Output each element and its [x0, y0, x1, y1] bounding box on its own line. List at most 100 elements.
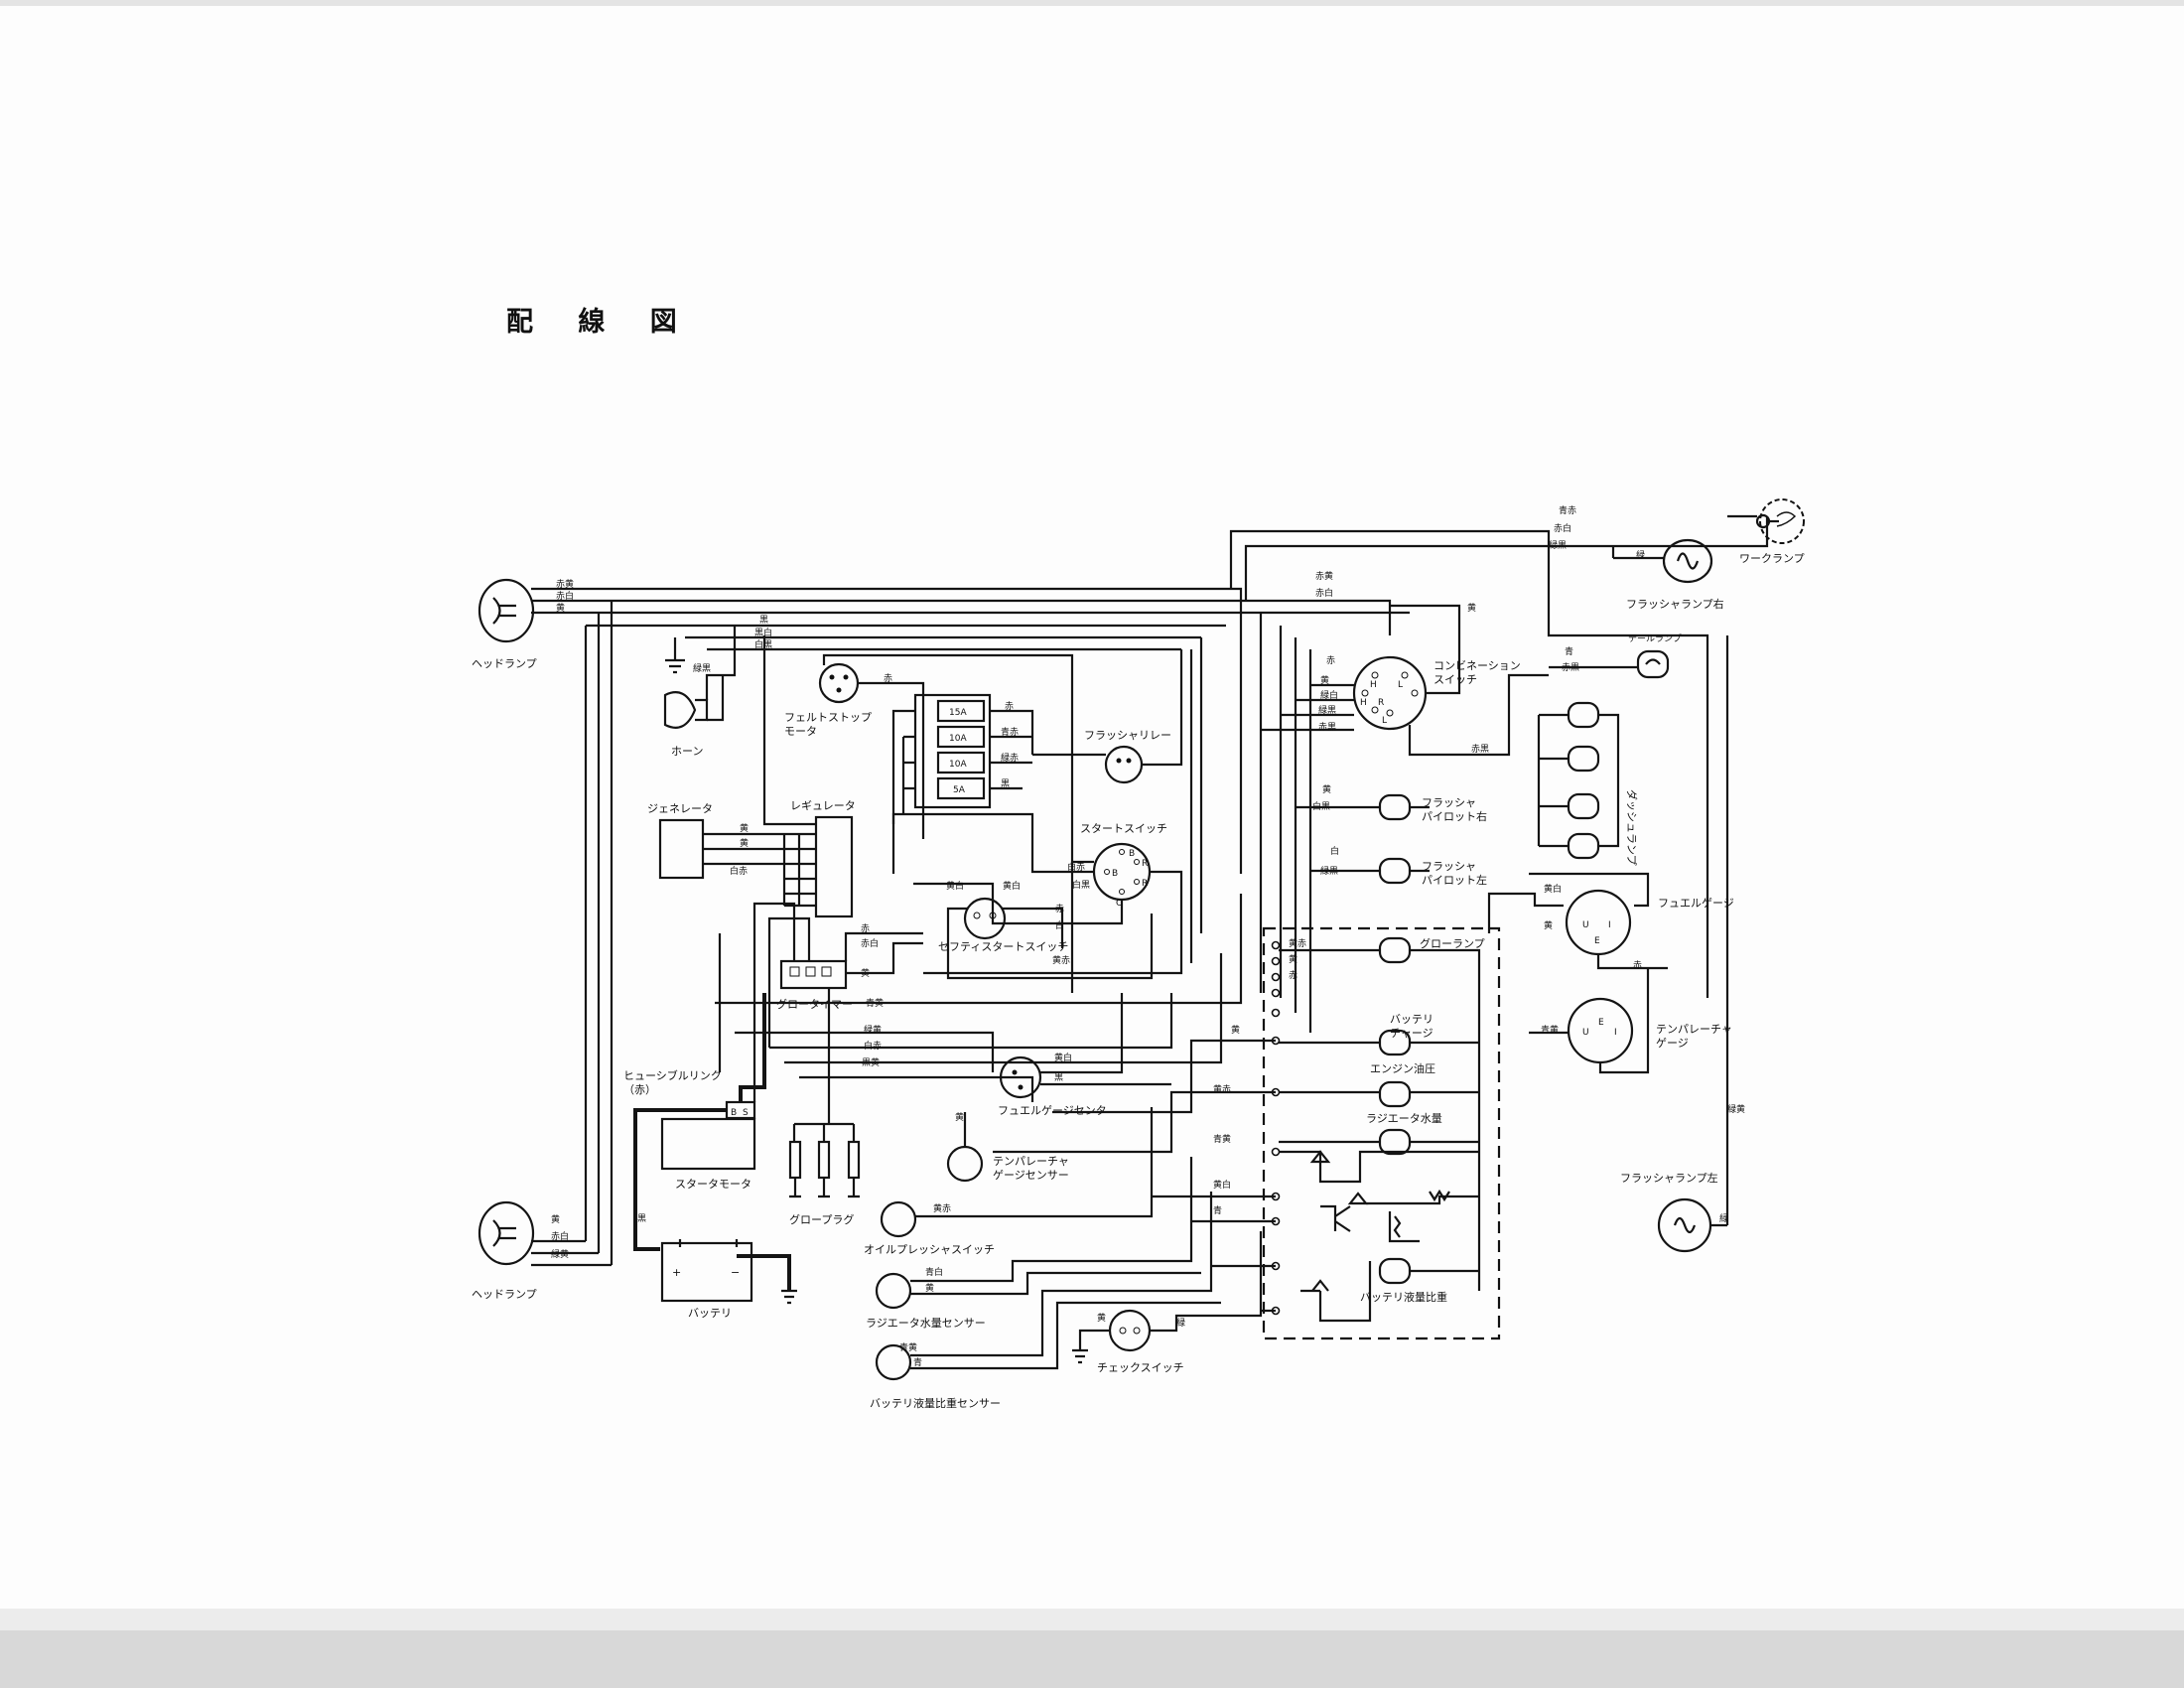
comb-terminal: H	[1360, 698, 1367, 708]
tail-lamp-label: テールランプ	[1628, 633, 1682, 644]
main-harness	[531, 587, 1410, 1267]
wire-label: 黄	[1320, 674, 1329, 686]
fuel-gauge-sender	[999, 993, 1171, 1099]
flasher-lamp-left	[1657, 635, 1729, 1253]
combination-switch-label: コンビネーションスイッチ	[1433, 659, 1521, 686]
wire-label: 白赤	[730, 865, 748, 877]
battery-level-sensor	[875, 1192, 1221, 1381]
wire-label: 青赤	[1001, 726, 1019, 738]
wire-label: 黒	[1001, 778, 1010, 789]
wire-label: 黄	[925, 1282, 934, 1294]
check-switch-label: チェックスイッチ	[1097, 1361, 1184, 1374]
dash-lamp-label: ダッシュランプ	[1625, 789, 1639, 866]
starter-motor	[660, 1117, 756, 1171]
wire-label: 赤黒	[1562, 662, 1579, 673]
glow-lamp-label: グローランプ	[1420, 936, 1485, 950]
wire-label: 黒黄	[862, 1056, 880, 1068]
fusible-link-terminal: S	[743, 1108, 749, 1118]
combination-switch	[1261, 604, 1549, 757]
wire-label: 黄赤	[933, 1202, 951, 1214]
fuse-2: 10A	[949, 734, 967, 744]
safety-start-switch	[946, 897, 1154, 980]
wire-label: 緑	[1176, 1317, 1185, 1329]
wire-label: 青黄	[1541, 1024, 1559, 1036]
wire-label: 緑白	[1320, 689, 1338, 701]
glow-plugs	[788, 1107, 861, 1198]
wire-label: 緑黄	[864, 1024, 882, 1036]
radiator-level-label: ラジエータ水量	[1366, 1112, 1442, 1125]
wire-label: 青	[913, 1356, 922, 1368]
wire-label: 緑黒	[1318, 704, 1336, 716]
wire-label: 緑黄	[551, 1248, 569, 1260]
flasher-relay	[1032, 649, 1183, 784]
fuel-gauge-label: フュエルゲージ	[1658, 897, 1734, 910]
generator-label: ジェネレータ	[647, 802, 713, 815]
generator	[658, 818, 784, 880]
wire-label: 黄白	[946, 880, 964, 892]
wire-label: 青黄	[1213, 1133, 1231, 1145]
start-switch-terminal: C	[1116, 899, 1122, 909]
fuse-box	[891, 693, 1034, 824]
temp-gauge-sensor-label: テンパレーチャゲージセンサー	[993, 1155, 1069, 1182]
wire-label: 赤	[861, 923, 870, 934]
work-lamp	[1727, 498, 1805, 544]
start-switch	[891, 812, 1183, 975]
flasher-pilot-left	[1310, 857, 1430, 885]
flasher-lamp-right-label: フラッシャランプ右	[1626, 597, 1724, 611]
comb-terminal: L	[1382, 716, 1387, 726]
fusible-link-label: ヒューシブルリンク（赤）	[623, 1068, 722, 1096]
gauge-terminal: I	[1608, 920, 1611, 930]
wire-label: 黄	[1231, 1024, 1240, 1036]
work-lamp-label: ワークランプ	[1739, 552, 1805, 565]
comb-terminal: H	[1370, 680, 1377, 690]
start-switch-terminal: B	[1129, 849, 1135, 859]
flasher-relay-label: フラッシャリレー	[1084, 729, 1171, 742]
wire-label: 赤白	[1554, 522, 1571, 534]
dash-lamps	[1537, 701, 1620, 860]
fuse-4: 5A	[953, 785, 966, 795]
page-title: 配 線 図	[506, 307, 695, 338]
wire-label: 黒	[1054, 1072, 1063, 1083]
fuel-stop-motor	[818, 653, 1074, 993]
wire-label: 赤白	[556, 590, 574, 602]
regulator	[762, 635, 854, 918]
wire-label: 黄	[1322, 783, 1331, 795]
gauge-terminal: U	[1582, 1028, 1589, 1038]
wire-label: 赤白	[551, 1230, 569, 1242]
wire-label: 黄	[1097, 1312, 1106, 1324]
gauge-terminal: U	[1582, 920, 1589, 930]
wire-label: 青黄	[899, 1341, 917, 1353]
engine-oil-pressure-label: エンジン油圧	[1370, 1061, 1435, 1075]
wire-label: 青白	[925, 1266, 943, 1278]
wire-label: 黄白	[1054, 1052, 1072, 1063]
wire-label: 赤	[1326, 655, 1335, 666]
wire-label: 黄	[1467, 602, 1476, 614]
start-switch-terminal: R	[1142, 859, 1148, 869]
wire-label: 黄白	[1544, 883, 1562, 895]
wire-label: 緑	[1636, 549, 1645, 561]
gauge-terminal: E	[1598, 1018, 1604, 1028]
wire-label: 黄	[955, 1111, 964, 1123]
sensor-wires	[993, 1039, 1276, 1313]
battery-label: バッテリ	[688, 1307, 732, 1320]
wire-label: 黄白	[1003, 880, 1021, 892]
wire-label: 黄	[740, 837, 749, 849]
radiator-level-sensor-label: ラジエータ水量センサー	[866, 1317, 986, 1330]
flasher-pilot-left-label: フラッシャパイロット左	[1422, 860, 1487, 887]
wire-label: 白黒	[1072, 879, 1090, 891]
flasher-lamp-left-label: フラッシャランプ左	[1620, 1172, 1718, 1185]
gauge-terminal: E	[1594, 936, 1600, 946]
start-switch-terminal: B	[1112, 869, 1118, 879]
oil-pressure-switch	[880, 1107, 1154, 1238]
wire-label: 白	[1330, 845, 1339, 857]
wire-label: 白	[1055, 919, 1064, 931]
wire-label: 白黒	[1312, 800, 1330, 812]
wire-label: 白赤	[864, 1040, 882, 1052]
headlamp-top	[478, 578, 535, 643]
wire-label: 黄	[861, 967, 870, 979]
fuse-1: 15A	[949, 708, 967, 718]
fuse-3: 10A	[949, 760, 967, 770]
wire-label: 赤	[1633, 960, 1642, 971]
temp-gauge-sensor	[946, 1112, 984, 1183]
